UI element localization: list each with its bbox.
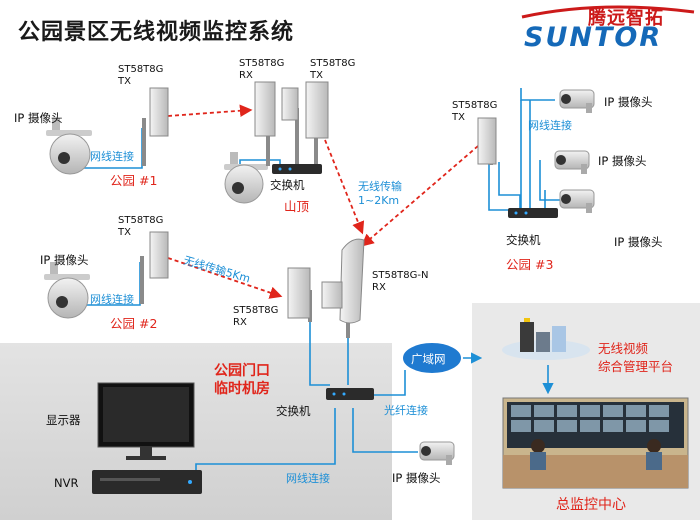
radio-panel-icon bbox=[140, 231, 169, 304]
diagram-title: 公园景区无线视频监控系统 bbox=[18, 20, 295, 45]
bullet-camera-icon bbox=[419, 441, 455, 465]
gate-room-label: 公园门口 临时机房 bbox=[214, 363, 270, 397]
park2-link-label: 网线连接 bbox=[90, 293, 134, 306]
monitor-icon bbox=[97, 382, 195, 460]
ptz-camera-icon bbox=[44, 262, 90, 319]
bullet-camera-icon bbox=[554, 150, 590, 174]
ptz-camera-icon bbox=[224, 152, 268, 204]
nvr-label: NVR bbox=[54, 476, 79, 490]
hill-rx-label: ST58T8G RX bbox=[239, 58, 285, 81]
monitoring-center-photo bbox=[502, 397, 689, 489]
wireless-1-2km-label: 无线传输 1~2Km bbox=[358, 180, 402, 207]
park3-switch-label: 交换机 bbox=[506, 233, 541, 247]
hill-switch-label: 交换机 bbox=[270, 178, 305, 192]
hill-tx-label: ST58T8G TX bbox=[310, 58, 356, 81]
park3-camera-label-2: IP 摄像头 bbox=[598, 154, 647, 168]
park3-camera-label-1: IP 摄像头 bbox=[604, 95, 653, 109]
brand-name-latin: SUNTOR bbox=[524, 22, 663, 53]
bullet-camera-icon bbox=[559, 189, 595, 213]
switch-icon bbox=[326, 388, 374, 400]
park3-label: 公园 #3 bbox=[506, 257, 554, 272]
park2-camera-label: IP 摄像头 bbox=[40, 253, 89, 267]
brand-name-cn: 腾远智拓 bbox=[588, 8, 664, 29]
gate-rx-label: ST58T8G RX bbox=[233, 305, 279, 328]
radio-panel-icon bbox=[477, 117, 497, 165]
platform-label: 无线视频 综合管理平台 bbox=[598, 341, 674, 374]
radio-panel-icon bbox=[142, 87, 169, 166]
park1-label: 公园 #1 bbox=[110, 173, 158, 188]
park2-label: 公园 #2 bbox=[110, 316, 158, 331]
omni-sector-antenna-icon bbox=[321, 238, 365, 338]
park3-camera-label-3: IP 摄像头 bbox=[614, 235, 663, 249]
park3-link-label: 网线连接 bbox=[528, 119, 572, 132]
center-label: 总监控中心 bbox=[556, 497, 626, 513]
wan-label: 广域网 bbox=[411, 352, 446, 366]
radio-panel-icon bbox=[287, 267, 312, 322]
radio-panel-icon bbox=[254, 81, 329, 166]
park2-device-label: ST58T8G TX bbox=[118, 215, 164, 238]
wireless-links bbox=[167, 104, 479, 299]
hill-label: 山顶 bbox=[284, 199, 310, 214]
park1-device-label: ST58T8G TX bbox=[118, 64, 164, 87]
gate-switch-label: 交换机 bbox=[276, 404, 311, 418]
gate-camera-label: IP 摄像头 bbox=[392, 471, 441, 485]
park1-camera-label: IP 摄像头 bbox=[14, 111, 63, 125]
platform-servers-icon bbox=[502, 318, 590, 360]
monitor-label: 显示器 bbox=[46, 413, 81, 427]
logo-swoosh-icon bbox=[521, 5, 695, 19]
bullet-camera-icon bbox=[559, 89, 595, 113]
gate-omni-label: ST58T8G-N RX bbox=[372, 270, 429, 293]
gate-link-label: 网线连接 bbox=[286, 472, 330, 485]
nvr-icon bbox=[92, 470, 202, 494]
fiber-label: 光纤连接 bbox=[384, 404, 428, 417]
park1-link-label: 网线连接 bbox=[90, 150, 134, 163]
wan-cloud-icon bbox=[401, 341, 463, 375]
ptz-camera-icon bbox=[46, 118, 92, 175]
park3-device-label: ST58T8G TX bbox=[452, 100, 498, 123]
switch-icon bbox=[272, 164, 322, 174]
switch-icon bbox=[508, 208, 558, 218]
